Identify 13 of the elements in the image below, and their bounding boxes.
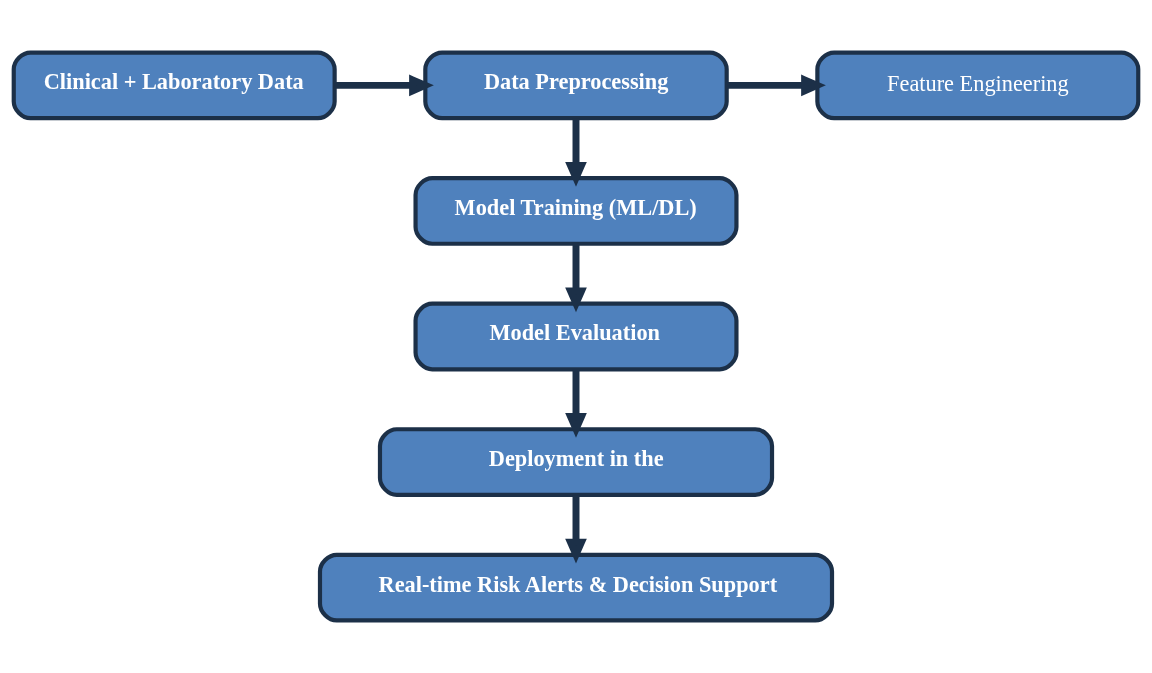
arrow <box>334 74 434 97</box>
node-box: Deployment in the <box>377 427 775 497</box>
arrow <box>565 118 587 187</box>
arrow <box>727 74 826 97</box>
node-box: Model Evaluation <box>413 301 739 372</box>
node-box: Model Training (ML/DL) <box>413 176 739 246</box>
node-box: Data Preprocessing <box>423 50 729 121</box>
node-box: Clinical + Laboratory Data <box>11 50 337 121</box>
node-box: Real-time Risk Alerts & Decision Support <box>317 552 835 623</box>
arrow <box>565 495 587 564</box>
arrow <box>565 243 587 313</box>
arrow <box>565 369 587 438</box>
node-box: Feature Engineering <box>815 50 1141 121</box>
